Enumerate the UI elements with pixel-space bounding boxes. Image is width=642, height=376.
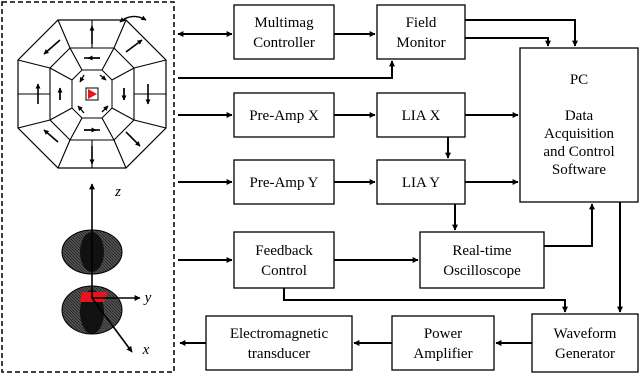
pc-line-4: Acquisition bbox=[544, 126, 614, 142]
transducer-line-2: transducer bbox=[248, 346, 310, 362]
waveform-line-1: Waveform bbox=[554, 326, 617, 342]
pre-amp-x-label: Pre-Amp X bbox=[249, 108, 319, 124]
field-monitor-line-1: Field bbox=[406, 15, 437, 31]
preamp-y-line-1: Pre-Amp Y bbox=[249, 175, 318, 191]
axis-label-y: y bbox=[143, 290, 152, 306]
lia-x-line-1: LIA X bbox=[402, 108, 441, 124]
rotation-arrow-icon bbox=[119, 15, 147, 23]
arrow-oscilloscope-to-pc bbox=[544, 203, 595, 247]
multimag-line-1: Multimag bbox=[254, 15, 314, 31]
pc-line-1: PC bbox=[570, 72, 588, 88]
multimag-line-2: Controller bbox=[253, 35, 315, 51]
oscilloscope-line-2: Oscilloscope bbox=[443, 263, 521, 279]
lia-x-block: LIA X bbox=[376, 92, 466, 138]
axis-label-x: x bbox=[142, 342, 150, 358]
waveform-line-2: Generator bbox=[555, 346, 615, 362]
lia-x-label: LIA X bbox=[402, 108, 441, 124]
oscilloscope-line-1: Real-time bbox=[452, 243, 511, 259]
lia-y-line-1: LIA Y bbox=[402, 175, 440, 191]
pre-amp-y-block: Pre-Amp Y bbox=[233, 159, 335, 205]
axis-label-z: z bbox=[114, 184, 121, 200]
electromagnetic-transducer-block: Electromagnetic transducer bbox=[205, 315, 353, 371]
arrow-feedback-to-waveform bbox=[283, 288, 568, 313]
power-amp-line-1: Power bbox=[424, 326, 462, 342]
coordinate-axes-icon bbox=[89, 183, 141, 353]
pc-line-6: Software bbox=[552, 162, 606, 178]
feedback-line-2: Control bbox=[261, 263, 307, 279]
feedback-line-1: Feedback bbox=[255, 243, 313, 259]
field-monitor-line-2: Monitor bbox=[396, 35, 445, 51]
pre-amp-x-block: Pre-Amp X bbox=[233, 92, 335, 138]
transducer-line-1: Electromagnetic bbox=[230, 326, 329, 342]
pc-line-3: Data bbox=[565, 108, 594, 124]
lia-y-block: LIA Y bbox=[376, 159, 466, 205]
preamp-x-line-1: Pre-Amp X bbox=[249, 108, 319, 124]
electromagnetic-transducer-label: Electromagnetic transducer bbox=[230, 326, 329, 362]
lia-y-label: LIA Y bbox=[402, 175, 440, 191]
arrow-sample-to-field-monitor bbox=[178, 60, 395, 79]
pre-amp-y-label: Pre-Amp Y bbox=[249, 175, 318, 191]
signal-connections bbox=[177, 19, 623, 346]
pc-line-5: and Control bbox=[543, 144, 614, 160]
power-amp-line-2: Amplifier bbox=[413, 346, 472, 362]
sample-area-frame bbox=[1, 1, 175, 373]
octagon-magnet-array-icon bbox=[17, 19, 167, 169]
arrow-multimag-to-pc bbox=[465, 19, 578, 47]
arrow-field-monitor-to-pc bbox=[465, 37, 551, 47]
